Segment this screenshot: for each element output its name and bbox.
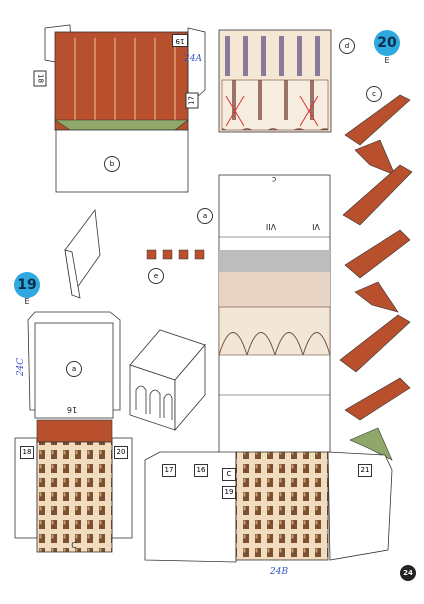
bottom-left-tab-18: 18 [20, 446, 34, 459]
roof-tab-17: 17 [185, 92, 199, 109]
sheet-badge-19: 19 [14, 272, 40, 298]
building-sketch [129, 329, 206, 432]
bottom-right-facade [144, 451, 393, 563]
handwritten-note-24b: 24B [270, 567, 289, 577]
bottom-right-tab-16: 16 [194, 464, 208, 477]
box-sketch [64, 208, 101, 299]
handwritten-note-24c: 24C [16, 357, 27, 377]
page-number: 24 [400, 565, 416, 581]
bottom-left-tab-20: 20 [114, 446, 128, 459]
handwritten-note-24a: 24A [184, 54, 202, 64]
bottom-right-tab-21: 21 [358, 464, 372, 477]
bottom-right-tab-17: 17 [162, 464, 176, 477]
roof-piece [44, 24, 206, 193]
strip-c-label: c [366, 86, 382, 102]
tall-part-a-label: a [197, 208, 213, 224]
strip-c-pieces [339, 94, 413, 461]
sheet-badge-20: 20 [374, 30, 400, 56]
small-e-label: e [148, 268, 164, 284]
roman-label-vii: VII [265, 222, 277, 231]
roof-part-b-label: b [104, 156, 120, 172]
roman-label-vi: VI [312, 222, 320, 231]
bottom-left-letter-c: C [71, 541, 77, 550]
bottom-right-letter-c: C [222, 468, 236, 481]
small-e-squares [146, 249, 205, 260]
facade-d [218, 29, 332, 133]
box-a-tab-16: 16 [66, 405, 78, 414]
sheet-badge-20-letter: E [384, 56, 390, 65]
facade-d-label: d [339, 38, 355, 54]
sheet-badge-19-letter: E [24, 297, 30, 306]
bottom-left-facade [14, 419, 133, 553]
tall-part-a [218, 174, 331, 454]
roof-tab-19: 19 [172, 34, 188, 47]
bottom-right-tab-19: 19 [222, 486, 236, 499]
tall-part-top-letter: c [271, 175, 277, 184]
box-a-label: a [66, 361, 82, 377]
roof-tab-18: 18 [33, 70, 47, 87]
